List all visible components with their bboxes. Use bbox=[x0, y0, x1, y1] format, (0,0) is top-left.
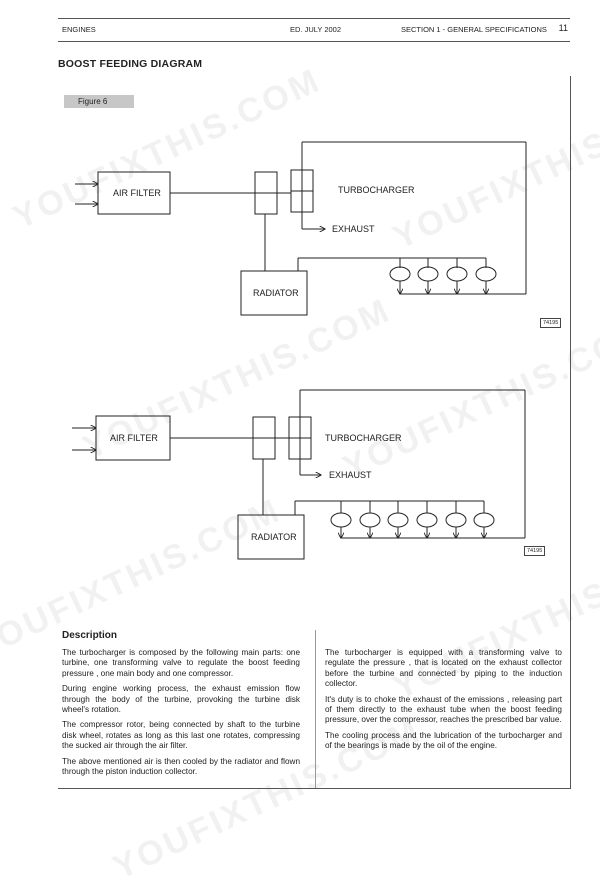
radiator-label: RADIATOR bbox=[251, 532, 297, 542]
paragraph: The compressor rotor, being connected by… bbox=[62, 720, 300, 751]
description-title: Description bbox=[62, 630, 118, 641]
header-section-name: ENGINES bbox=[62, 25, 96, 34]
header-edition: ED. JULY 2002 bbox=[290, 25, 342, 34]
radiator-label: RADIATOR bbox=[253, 288, 299, 298]
paragraph: The above mentioned air is then cooled b… bbox=[62, 756, 300, 777]
page-header: ENGINES ED. JULY 2002 SECTION 1 - GENERA… bbox=[58, 18, 570, 42]
paragraph: It's duty is to choke the exhaust of the… bbox=[325, 694, 562, 725]
content-frame bbox=[58, 76, 571, 789]
page-title: BOOST FEEDING DIAGRAM bbox=[58, 58, 203, 70]
paragraph: The cooling process and the lubrication … bbox=[325, 730, 562, 751]
boost-feeding-diagrams: AIR FILTER TURBOCHARGER EXHAUST RADIATOR… bbox=[72, 141, 527, 560]
turbocharger-label: TURBOCHARGER bbox=[325, 433, 402, 443]
radiator-box bbox=[237, 514, 305, 560]
exhaust-label: EXHAUST bbox=[329, 470, 372, 480]
air-filter-label: AIR FILTER bbox=[110, 433, 158, 443]
header-section-title: SECTION 1 - GENERAL SPECIFICATIONS bbox=[401, 25, 547, 34]
paragraph: The turbocharger is composed by the foll… bbox=[62, 648, 300, 678]
figure-label: Figure 6 bbox=[64, 95, 134, 108]
turbocharger-label: TURBOCHARGER bbox=[338, 185, 415, 195]
description-right-column: The turbocharger is equipped with a tran… bbox=[325, 648, 562, 757]
description-left-column: The turbocharger is composed by the foll… bbox=[62, 648, 300, 782]
paragraph: The turbocharger is equipped with a tran… bbox=[325, 648, 562, 689]
diagram-2 bbox=[72, 389, 526, 560]
diagram-1 bbox=[75, 141, 527, 316]
radiator-box bbox=[240, 270, 308, 316]
figure-code: 74195 bbox=[540, 318, 562, 328]
column-divider bbox=[315, 630, 316, 788]
air-filter-label: AIR FILTER bbox=[113, 188, 161, 198]
page-number: 11 bbox=[558, 23, 568, 33]
paragraph: During engine working process, the exhau… bbox=[62, 684, 300, 715]
figure-code: 74195 bbox=[524, 546, 546, 556]
exhaust-label: EXHAUST bbox=[332, 224, 375, 234]
